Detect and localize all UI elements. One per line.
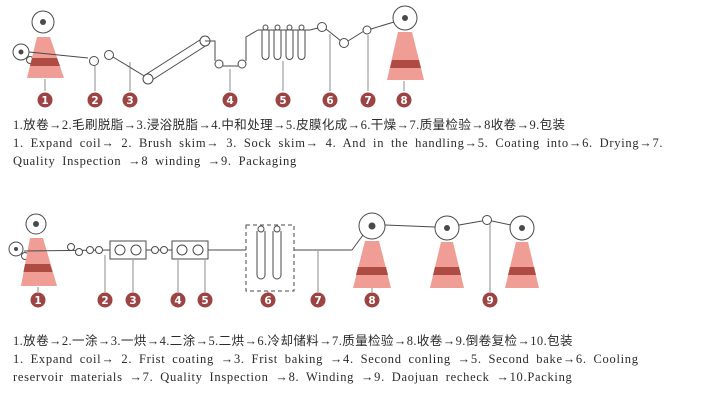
step-marker-2: 2 [87, 92, 103, 108]
svg-text:4: 4 [174, 295, 181, 307]
mid-rollers [146, 246, 172, 254]
svg-text:1: 1 [34, 295, 41, 307]
uncoiler-stand-stripe [30, 58, 60, 66]
step-marker-8: 8 [364, 292, 380, 308]
step-marker-9: 9 [482, 292, 498, 308]
step-marker-1: 1 [37, 92, 53, 108]
recoiler-stand-stripe [433, 267, 461, 275]
svg-text:5: 5 [279, 95, 286, 107]
uncoiler-stand [21, 238, 57, 286]
drying-rollers [309, 21, 395, 48]
step-marker-1: 1 [30, 292, 46, 308]
step-marker-7: 7 [360, 92, 376, 108]
uncoiler-stand [27, 37, 64, 78]
marker-connectors [44, 34, 405, 91]
svg-text:7: 7 [364, 95, 371, 107]
uncoiler-stand-stripe [23, 264, 53, 272]
recoiler-stand [387, 32, 424, 80]
step-marker-8: 8 [396, 92, 412, 108]
recoiler-stand-stripe [508, 267, 536, 275]
svg-text:4: 4 [226, 95, 233, 107]
transfer-line [384, 224, 436, 228]
first-recoiler [351, 212, 391, 288]
marker-connectors [37, 224, 491, 293]
first-coater-oven [109, 240, 147, 260]
rewind-guide-roller [458, 215, 512, 226]
step-marker-6: 6 [322, 92, 338, 108]
recoiler-stand-stripe [390, 60, 421, 68]
step-marker-4: 4 [170, 292, 186, 308]
svg-text:8: 8 [368, 295, 375, 307]
svg-text:9: 9 [486, 295, 493, 307]
process1-steps-en-line1: 1. Expand coil→ 2. Brush skim→ 3. Sock s… [13, 136, 664, 150]
svg-text:7: 7 [314, 295, 321, 307]
process-diagram-coating-line: 1 2 3 4 5 6 7 8 9 [8, 212, 539, 308]
process2-caption: 1.放卷→2.一涂→3.一烘→4.二涂→5.二烘→6.冷却储料→7.质量检验→8… [13, 334, 715, 388]
svg-text:3: 3 [129, 295, 136, 307]
uncoiler [8, 213, 57, 286]
svg-text:6: 6 [326, 95, 333, 107]
recoiler-stand [505, 242, 539, 288]
incline-conveyor [142, 35, 211, 85]
step-marker-3: 3 [125, 292, 141, 308]
step-marker-6: 6 [260, 292, 276, 308]
process1-caption: 1.放卷→2.毛刷脱脂→3.浸浴脱脂→4.中和处理→5.皮膜化成→6.干燥→7.… [13, 118, 715, 172]
process1-steps-zh: 1.放卷→2.毛刷脱脂→3.浸浴脱脂→4.中和处理→5.皮膜化成→6.干燥→7.… [13, 118, 566, 132]
second-recoiler [430, 215, 464, 288]
entry-rollers [23, 243, 111, 256]
step-marker-2: 2 [97, 292, 113, 308]
step-marker-5: 5 [197, 292, 213, 308]
uncoiler [12, 10, 64, 78]
svg-text:6: 6 [264, 295, 271, 307]
step-marker-4: 4 [222, 92, 238, 108]
step-marker-3: 3 [122, 92, 138, 108]
recoiler-stand [353, 241, 391, 288]
second-coater-oven [171, 240, 209, 260]
process2-steps-en-line2: reservoir materials →7. Quality Inspecti… [13, 370, 573, 384]
recoiler-stand-stripe [356, 267, 388, 275]
svg-text:2: 2 [91, 95, 98, 107]
process2-steps-en-line1: 1. Expand coil→ 2. Frist coating →3. Fri… [13, 352, 639, 366]
svg-text:3: 3 [126, 95, 133, 107]
third-recoiler [505, 215, 539, 288]
recoiler-stand [430, 242, 464, 288]
svg-text:5: 5 [201, 295, 208, 307]
svg-text:1: 1 [41, 95, 48, 107]
neutralizing-tank [205, 29, 259, 69]
cooling-accumulator [245, 224, 295, 292]
process-diagram-pretreatment-line: 1 2 3 4 5 6 7 8 [12, 5, 424, 108]
svg-text:2: 2 [101, 295, 108, 307]
svg-text:8: 8 [400, 95, 407, 107]
process1-steps-en-line2: Quality Inspection →8 winding →9. Packag… [13, 154, 297, 168]
cooling-dashed-box [245, 224, 295, 292]
step-marker-5: 5 [275, 92, 291, 108]
film-coating-tank [258, 24, 310, 60]
entry-strip-path [28, 50, 147, 78]
step-marker-7: 7 [310, 292, 326, 308]
recoiler [387, 5, 424, 80]
process2-steps-zh: 1.放卷→2.一涂→3.一烘→4.二涂→5.二烘→6.冷却储料→7.质量检验→8… [13, 334, 573, 348]
